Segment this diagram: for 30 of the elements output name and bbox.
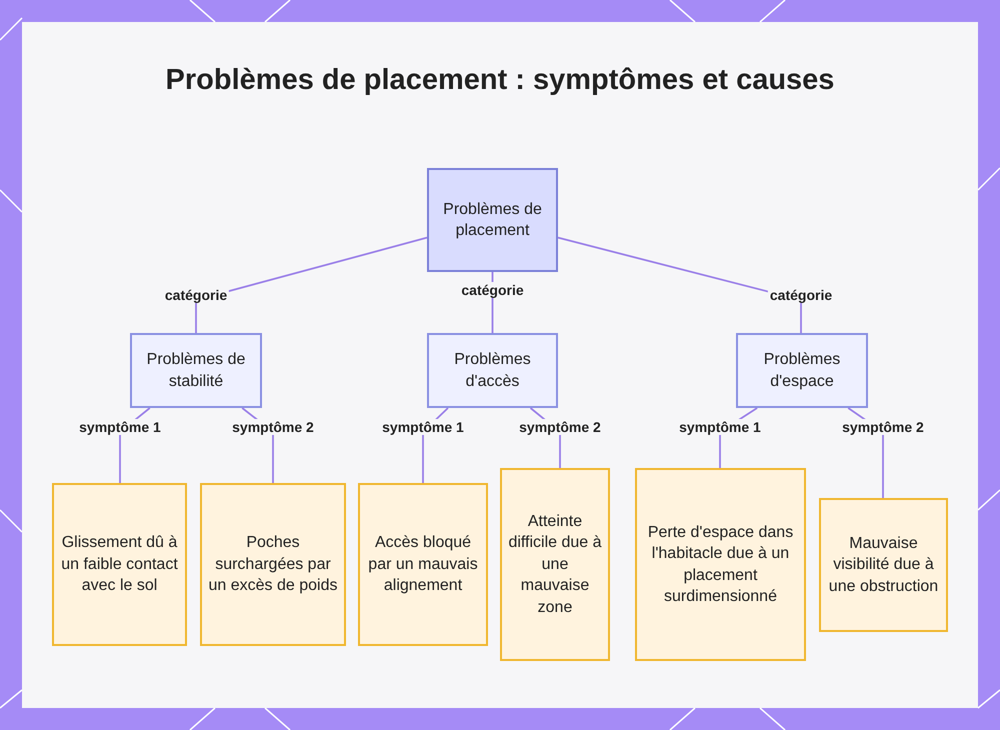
symptom-box — [819, 498, 948, 632]
node-text: Problèmes d'espace — [762, 350, 842, 392]
category-box — [736, 333, 868, 408]
edge-label: symptôme 2 — [840, 419, 926, 435]
symptom-box — [635, 468, 806, 661]
node-text: Perte d'espace dans l'habitacle due à un placement surdimensionné — [646, 522, 794, 607]
symptom-box — [200, 483, 346, 646]
node-text: Glissement dû à un faible contact avec le sol — [60, 533, 179, 596]
edge-label: symptôme 1 — [677, 419, 763, 435]
node-text: Problèmes de stabilité — [146, 350, 246, 392]
edge-label: symptôme 1 — [380, 419, 466, 435]
root-box — [427, 168, 558, 272]
category-box — [130, 333, 262, 408]
edge-label: catégorie — [768, 287, 834, 303]
edge-label: catégorie — [162, 287, 230, 303]
edge-label: symptôme 2 — [230, 419, 316, 435]
node-text: Problèmes d'accès — [453, 350, 532, 392]
category-box — [427, 333, 558, 408]
node-text: Mauvaise visibilité due à une obstruction — [828, 534, 940, 597]
node-text: Atteinte difficile due à une mauvaise zone — [507, 512, 603, 618]
symptom-box — [52, 483, 187, 646]
node-text: Poches surchargées par un excès de poids — [208, 533, 338, 596]
symptom-box — [358, 483, 488, 646]
diagram-title: Problèmes de placement : symptômes et causes — [164, 63, 836, 98]
edge-label: symptôme 1 — [77, 419, 163, 435]
edge-label: symptôme 2 — [517, 419, 603, 435]
node-text: Accès bloqué par un mauvais alignement — [367, 533, 479, 596]
edge-label: catégorie — [459, 282, 526, 298]
symptom-box — [500, 468, 610, 661]
node-text: Problèmes de placement — [442, 200, 543, 241]
